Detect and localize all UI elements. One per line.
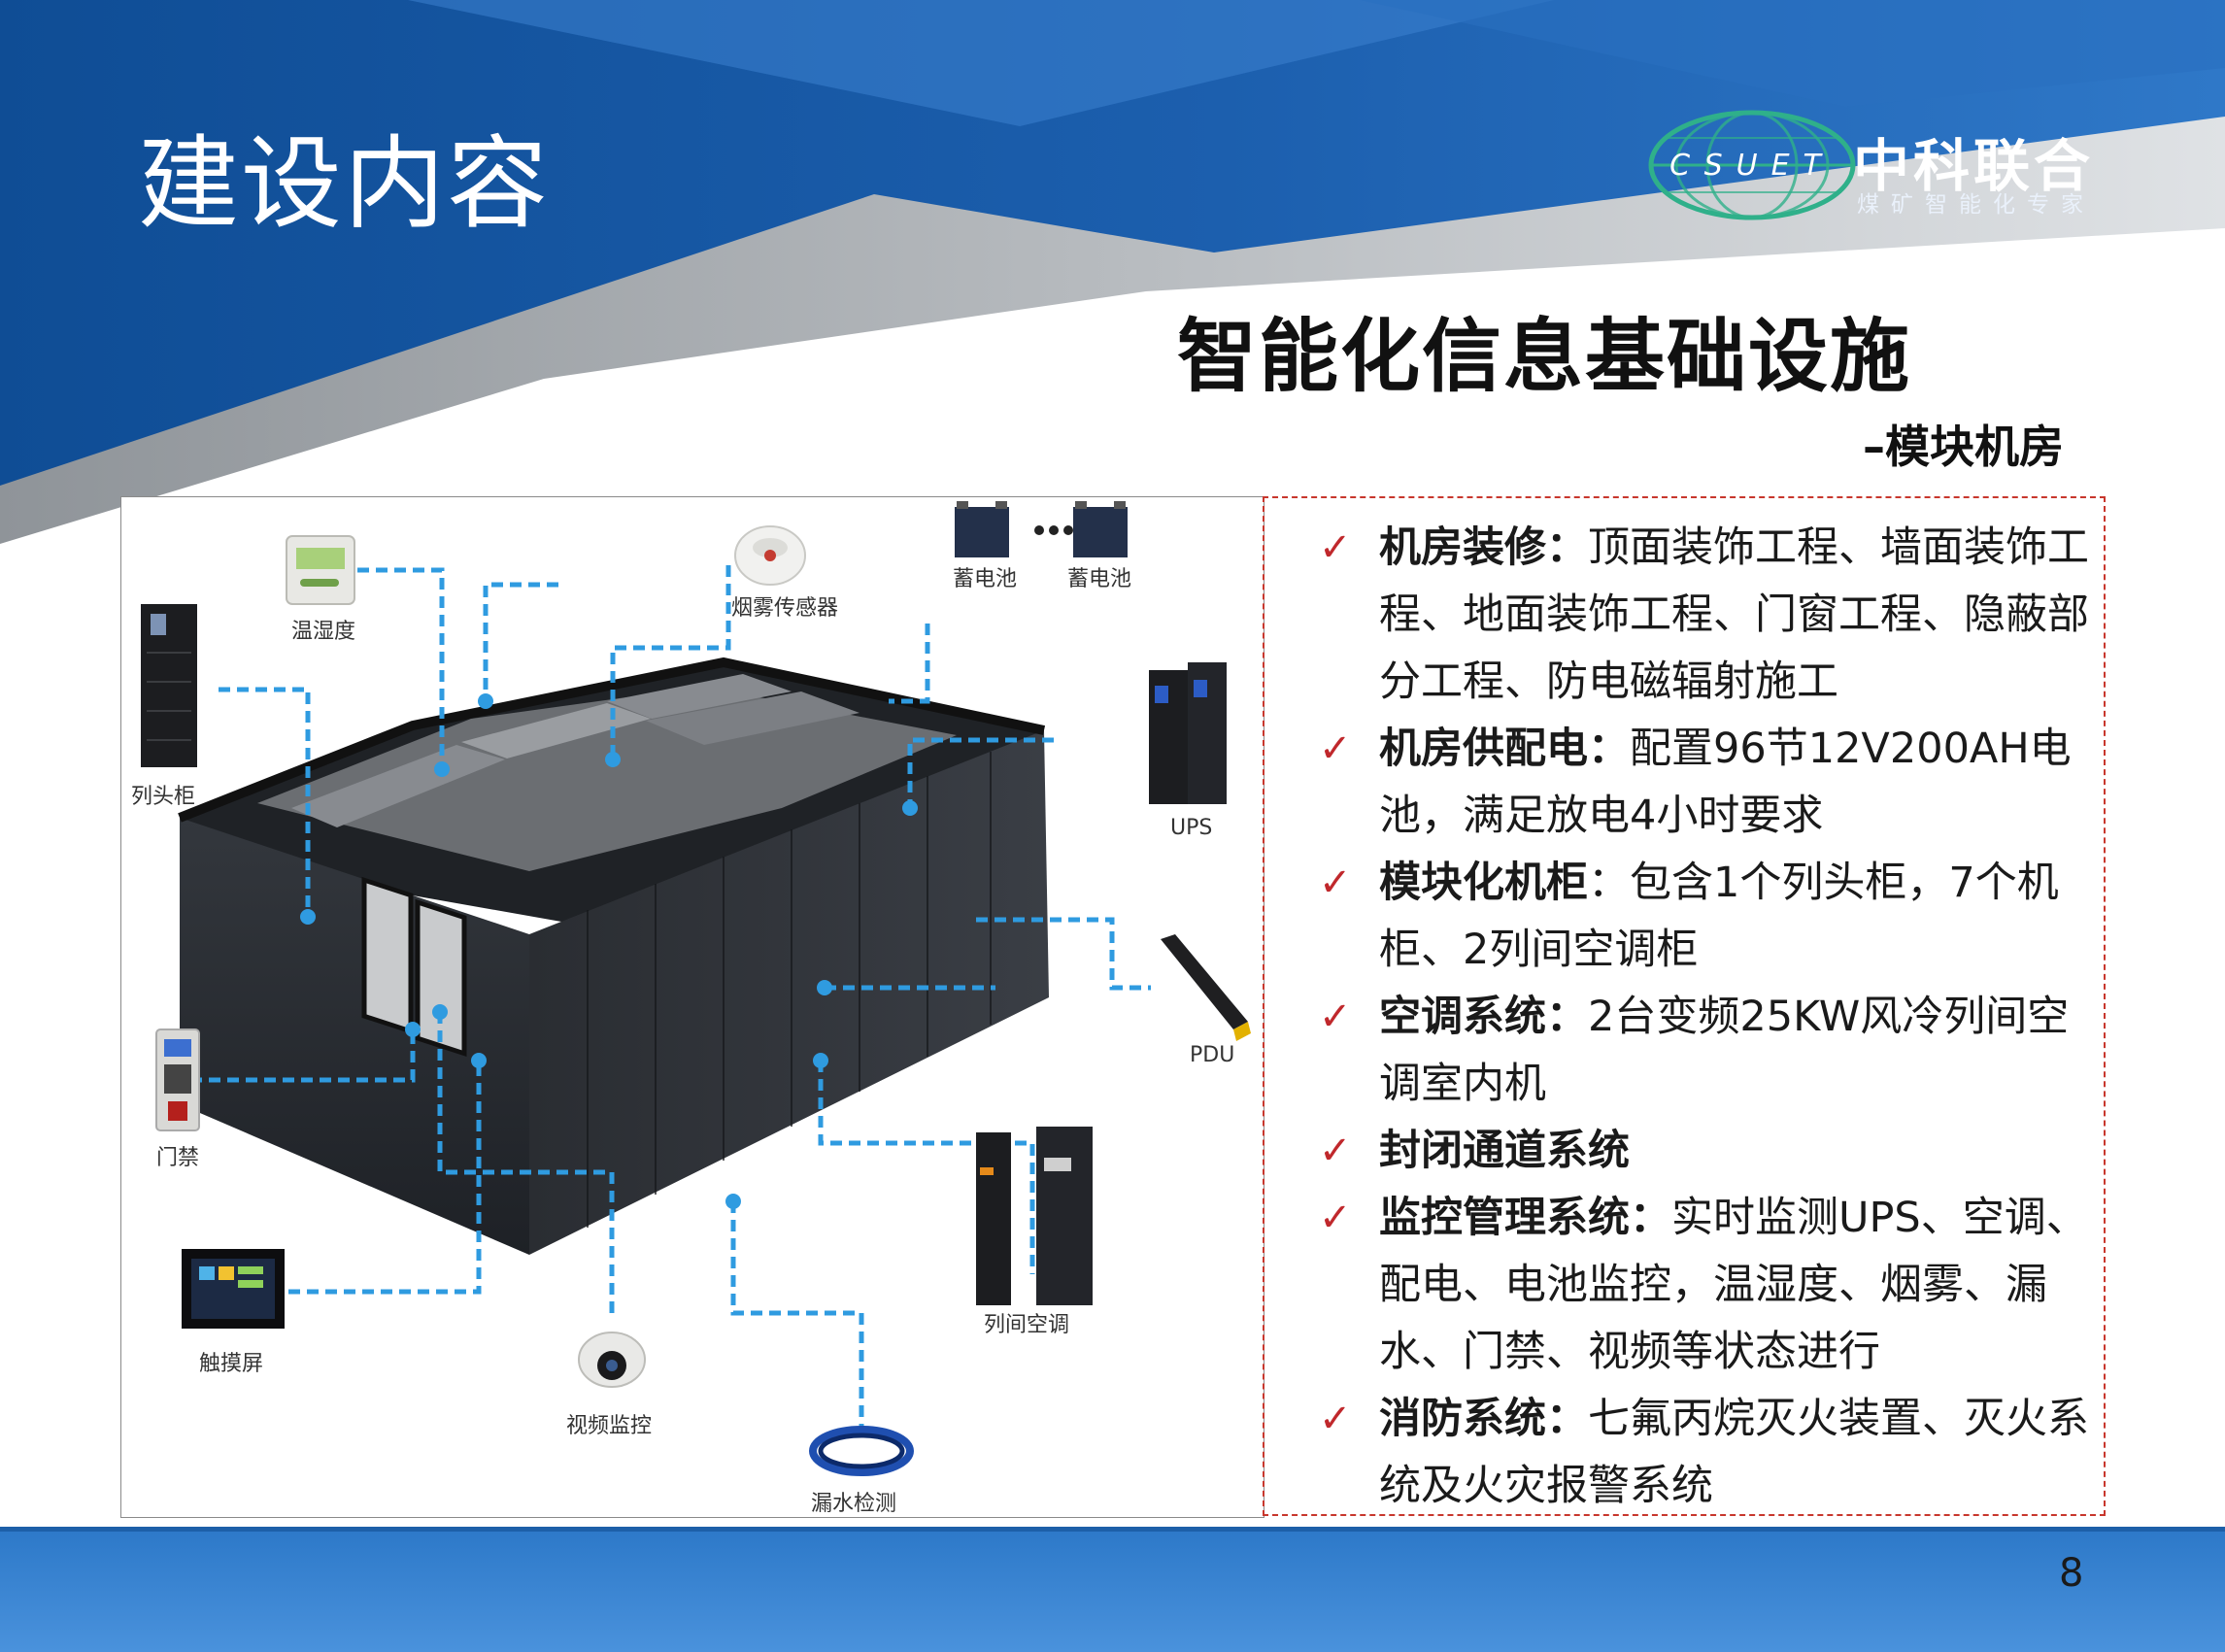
label-touch-screen: 触摸屏 [199,1352,264,1376]
bullet-list: ✓ 机房装修：顶面装饰工程、墙面装饰工程、地面装饰工程、门窗工程、隐蔽部分工程、… [1319,515,2096,1520]
battery-icon [955,501,1009,557]
dome-camera-icon [578,1332,646,1388]
bullet-keyword: 监控管理系统： [1379,1194,1671,1242]
blue-band [0,0,2225,486]
bullet-text: 实时监测UPS、空调、配电、电池监控，温湿度、烟雾、漏水、门禁、视频等状态进行 [1379,1194,2088,1376]
check-icon: ✓ [1319,1397,1352,1441]
label-pdu: PDU [1190,1043,1235,1067]
modular-room-diagram: 温湿度 烟雾传感器 蓄电池 蓄电池 列头柜 UPS PDU 门禁 触摸屏 视频监… [120,496,1264,1518]
check-icon: ✓ [1319,525,1352,570]
bullet-item: ✓ 模块化机柜：包含1个列头柜，7个机柜、2列间空调柜 [1319,850,2096,984]
label-temp-humidity: 温湿度 [291,620,356,644]
bullet-item: ✓ 机房装修：顶面装饰工程、墙面装饰工程、地面装饰工程、门窗工程、隐蔽部分工程、… [1319,515,2096,716]
bullet-item: ✓ 消防系统：七氟丙烷灭火装置、灭火系统及火灾报警系统 [1319,1386,2096,1520]
info-box [1263,496,2106,1516]
bullet-text: ：包含1个列头柜，7个机柜、2列间空调柜 [1379,859,2059,974]
brand-name: 中科联合 [1853,133,2095,199]
bullet-item: ✓ 监控管理系统：实时监测UPS、空调、配电、电池监控，温湿度、烟雾、漏水、门禁… [1319,1185,2096,1386]
check-icon: ✓ [1319,1196,1352,1240]
brand-tagline: 煤矿智能化专家 [1857,192,2095,218]
bullet-item: ✓ 空调系统：2台变频25KW风冷列间空调室内机 [1319,984,2096,1118]
section-subheading: –模块机房 [1863,421,2064,473]
page-title: 建设内容 [138,124,551,243]
modular-room [178,657,1049,1255]
leak-detection-cable-icon [809,1426,914,1476]
bullet-item: ✓ 封闭通道系统 [1319,1118,2096,1185]
page-number: 8 [2059,1551,2084,1596]
check-icon: ✓ [1319,726,1352,771]
bullet-text: 2台变频25KW风冷列间空调室内机 [1379,993,2070,1108]
check-icon: ✓ [1319,1129,1352,1173]
label-head-cabinet: 列头柜 [131,785,196,809]
pdu-icon [1161,934,1251,1041]
bullet-text: 顶面装饰工程、墙面装饰工程、地面装饰工程、门窗工程、隐蔽部分工程、防电磁辐射施工 [1379,523,2089,706]
light-facet [408,0,1554,126]
footer-line [0,1527,2225,1532]
bullet-keyword: 机房装修： [1379,523,1588,572]
ellipsis-icon [1034,525,1073,535]
section-heading: 智能化信息基础设施 [1177,311,1912,403]
label-row-ac: 列间空调 [984,1313,1070,1337]
diagram-art [141,501,1251,1476]
bullet-keyword: 模块化机柜 [1379,859,1588,907]
footer-band [0,1527,2225,1652]
touch-screen-icon [182,1249,285,1329]
access-control-icon [155,1028,200,1131]
bullet-keyword: 消防系统： [1379,1395,1588,1443]
connector-lines [172,565,1151,1430]
check-icon: ✓ [1319,860,1352,905]
bullet-text: 七氟丙烷灭火装置、灭火系统及火灾报警系统 [1379,1395,2089,1510]
bullet-text: 配置96节12V200AH电池，满足放电4小时要求 [1379,725,2072,840]
check-icon: ✓ [1319,995,1352,1039]
connector-nodes [300,693,918,1209]
smoke-detector-icon [734,525,806,586]
label-leak-detection: 漏水检测 [811,1492,897,1516]
label-access-control: 门禁 [156,1146,200,1170]
svg-text:CSUET: CSUET [1669,149,1835,183]
label-ups: UPS [1170,816,1213,840]
row-ac-cabinet-icon [976,1127,1093,1305]
battery-icon [1073,501,1128,557]
label-battery-2: 蓄电池 [1067,567,1132,591]
label-video-monitor: 视频监控 [566,1414,653,1438]
bullet-keyword: 封闭通道系统 [1379,1127,1630,1175]
bullet-keyword: 机房供配电： [1379,725,1630,773]
label-smoke-sensor: 烟雾传感器 [731,596,839,621]
ups-cabinet-icon [1149,662,1227,804]
head-cabinet-icon [141,604,197,767]
right-facet [1360,0,2225,107]
label-battery-1: 蓄电池 [953,567,1018,591]
bullet-item: ✓ 机房供配电：配置96节12V200AH电池，满足放电4小时要求 [1319,716,2096,850]
thermo-hygrometer-icon [286,535,355,605]
bullet-keyword: 空调系统： [1379,993,1588,1041]
csuet-logo: CSUET [1648,110,1856,220]
